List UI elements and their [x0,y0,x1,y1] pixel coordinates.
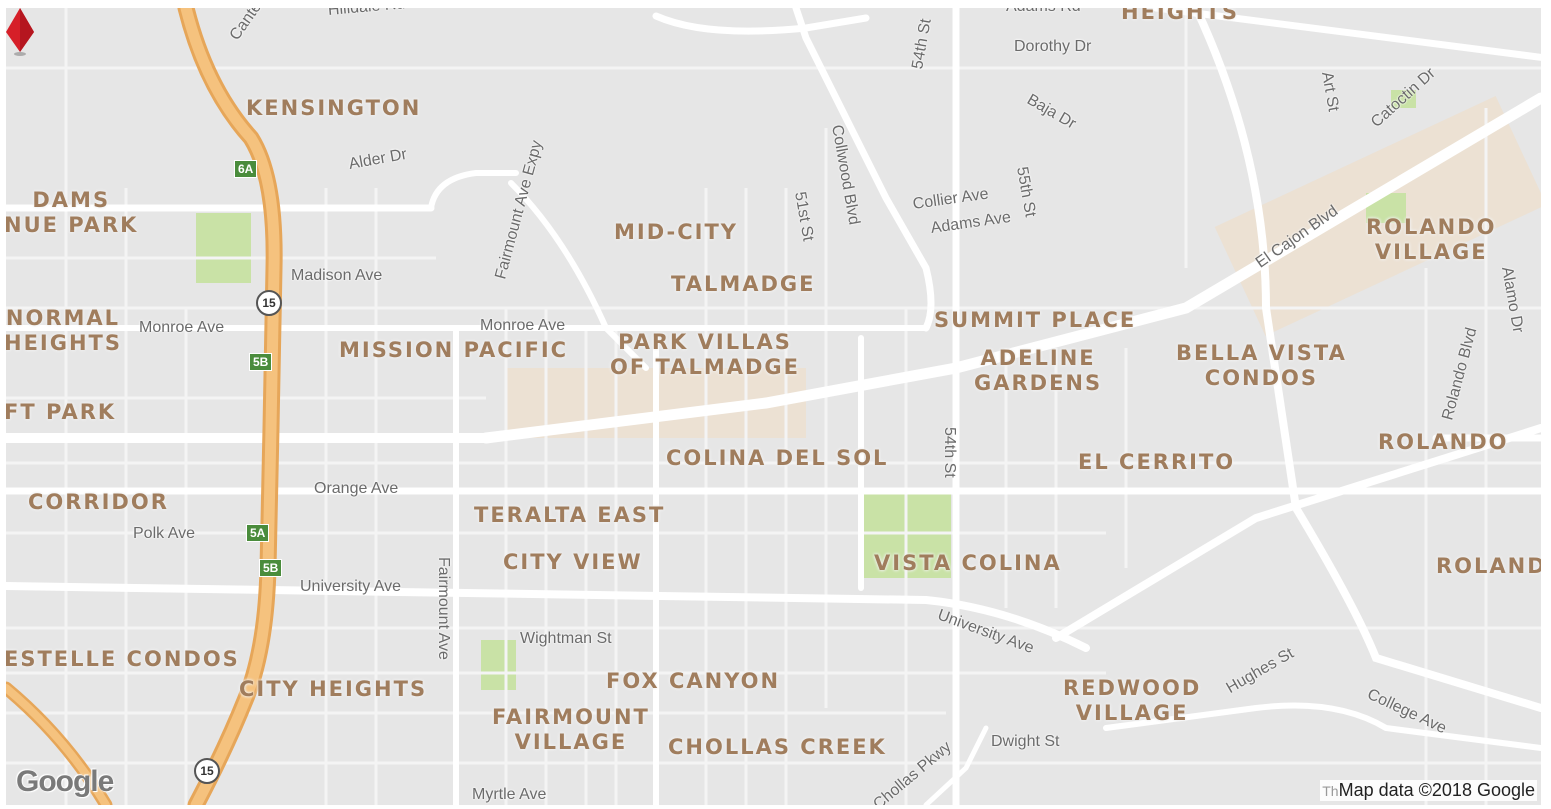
neighborhood-kensington: KENSINGTON [246,96,422,120]
neighborhood-city-heights: CITY HEIGHTS [239,677,428,701]
neighborhood-estelle-condos: ESTELLE CONDOS [6,647,240,671]
neighborhood-corridor: CORRIDOR [28,490,169,514]
street-polk-ave: Polk Ave [133,525,195,542]
neighborhood-roland-cut: ROLAND [1436,554,1541,578]
neighborhood-chollas-creek: CHOLLAS CREEK [668,735,887,759]
neighborhood-teralta-east: TERALTA EAST [474,503,666,527]
neighborhood-vista-colina: VISTA COLINA [874,551,1062,575]
street-wightman-st: Wightman St [520,630,612,647]
street-fairmount-ave: Fairmount Ave [435,557,452,660]
street-adams-rd-top: Adams Rd [1006,8,1081,16]
exit-sign-exit-6a: 6A [234,160,258,178]
neighborhood-summit-place: SUMMIT PLACE [934,308,1137,332]
neighborhood-colina-del-sol: COLINA DEL SOL [666,446,889,470]
neighborhood-heights-top: HEIGHTS [1121,8,1239,24]
street-orange-ave: Orange Ave [314,480,399,497]
neighborhood-el-cerrito: EL CERRITO [1078,450,1236,474]
freeway-15 [6,8,283,805]
neighborhood-mission-pacific: MISSION PACIFIC [339,338,569,362]
map-attribution[interactable]: ThMap data ©2018 Google [1320,780,1537,801]
exit-sign-exit-5a: 5A [246,524,270,542]
google-logo[interactable]: Google [16,765,114,798]
street-myrtle-ave: Myrtle Ave [472,786,547,803]
park-area [481,640,516,690]
park-area [196,213,251,283]
street-54th-st: 54th St [941,427,958,478]
street-monroe-ave-east: Monroe Ave [480,317,566,334]
neighborhood-rolando: ROLANDO [1378,430,1509,454]
neighborhood-fox-canyon: FOX CANYON [606,669,781,693]
location-marker[interactable] [6,8,34,58]
street-dwight-st: Dwight St [991,733,1060,750]
street-university-ave-west: University Ave [300,578,402,595]
major-roads [6,8,1541,805]
park-area [1391,90,1416,108]
attribution-text: Map data ©2018 Google [1338,780,1535,800]
route-shield-route-15-top: 15 [256,290,282,316]
street-dorothy-dr: Dorothy Dr [1014,38,1092,55]
exit-sign-exit-5b-top: 5B [249,353,273,371]
neighborhood-mid-city: MID-CITY [614,220,739,244]
route-shield-route-15-bottom: 15 [194,758,220,784]
exit-sign-exit-5b: 5B [259,559,283,577]
neighborhood-talmadge: TALMADGE [671,272,816,296]
street-madison-ave: Madison Ave [291,267,383,284]
neighborhood-city-view: CITY VIEW [503,550,643,574]
map-base [6,8,1541,805]
neighborhood-ft-park: FT PARK [6,400,117,424]
attribution-cut: Th [1322,783,1339,799]
street-monroe-ave-west: Monroe Ave [139,319,225,336]
